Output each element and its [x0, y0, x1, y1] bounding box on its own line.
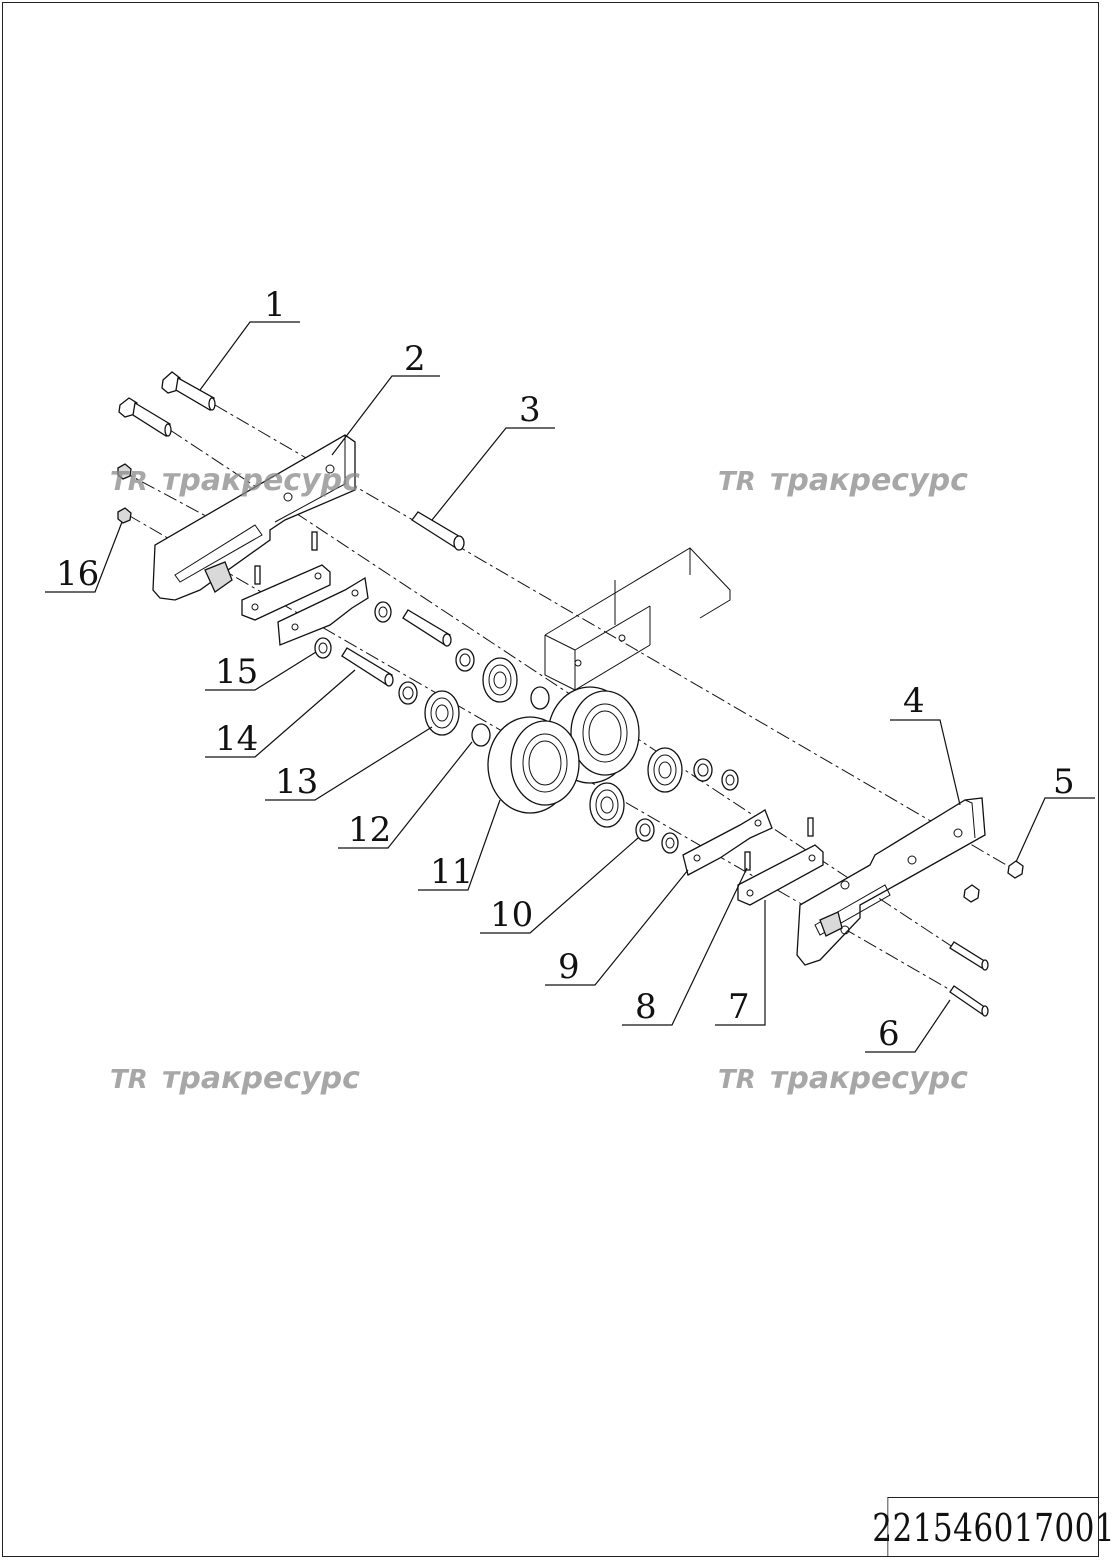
side-plate-part-4 [796, 797, 986, 966]
washer-part-15 [314, 637, 332, 659]
svg-text:1: 1 [264, 285, 286, 325]
svg-text:16: 16 [56, 554, 99, 594]
callout-3: 3 [431, 390, 555, 521]
callout-1: 1 [199, 285, 300, 391]
roll-pin-left-lower [254, 565, 261, 585]
bushing-upper-left [455, 648, 475, 672]
svg-text:тракресурс: тракресурс [770, 463, 968, 498]
svg-text:TR: TR [718, 467, 756, 497]
callout-16: 16 [45, 521, 123, 594]
callout-7: 7 [715, 900, 766, 1027]
callout-12: 12 [338, 741, 473, 850]
svg-text:тракресурс: тракресурс [770, 1061, 968, 1096]
bearing-lower-right [589, 782, 625, 828]
svg-text:15: 15 [215, 652, 258, 692]
svg-text:тракресурс: тракресурс [162, 1061, 360, 1096]
roller-upper [547, 686, 640, 784]
svg-text:7: 7 [728, 987, 750, 1027]
callout-14: 14 [205, 669, 356, 759]
watermark-bottom-left: TR тракресурс [110, 1061, 360, 1096]
callout-10: 10 [480, 837, 639, 935]
svg-text:6: 6 [878, 1014, 900, 1054]
axle-part-14 [341, 647, 394, 687]
svg-text:3: 3 [519, 390, 541, 430]
svg-text:2: 2 [404, 339, 426, 379]
spacer-upper [530, 686, 550, 710]
svg-text:5: 5 [1053, 762, 1075, 802]
callout-5: 5 [1015, 762, 1095, 863]
bolt-part-6 [949, 941, 989, 1017]
pin-part-3 [411, 511, 465, 551]
spacer-part-12 [471, 723, 491, 747]
roll-pin-right-lower [744, 851, 751, 871]
bushing-lower-left [398, 681, 418, 705]
svg-text:TR: TR [110, 1065, 148, 1095]
svg-text:13: 13 [275, 762, 318, 802]
svg-text:тракресурс: тракресурс [162, 463, 360, 498]
watermark-top-left: TR тракресурс [110, 463, 360, 498]
svg-text:9: 9 [558, 947, 580, 987]
svg-text:TR: TR [110, 467, 148, 497]
watermark-top-right: TR тракресурс [718, 463, 968, 498]
spacer-block-part-7 [737, 844, 824, 906]
svg-text:4: 4 [903, 681, 925, 721]
drawing-number-box: 221546017001 [872, 1497, 1115, 1557]
bearing-upper-left [482, 657, 518, 703]
roll-pin-left-upper [311, 531, 318, 551]
svg-text:12: 12 [348, 810, 391, 850]
callout-13: 13 [265, 726, 433, 802]
spacer-block-left [241, 564, 331, 621]
strip-plate-part-9 [682, 809, 773, 876]
bearing-part-13 [424, 690, 460, 736]
nut-part-16 [117, 463, 132, 524]
washer-left-upper [374, 601, 392, 623]
svg-text:8: 8 [635, 987, 657, 1027]
strip-plate-left [277, 576, 369, 646]
side-plate-part-2 [152, 434, 356, 601]
svg-text:10: 10 [490, 895, 533, 935]
callout-6: 6 [865, 999, 951, 1054]
watermark-bottom-right: TR тракресурс [718, 1061, 968, 1096]
callout-8: 8 [622, 867, 748, 1027]
bushing-upper-right [693, 758, 713, 782]
nut-part-5 [963, 860, 1024, 903]
svg-text:TR: TR [718, 1065, 756, 1095]
bolt-part-1 [161, 371, 216, 411]
washer-right-lower [661, 832, 679, 854]
svg-text:11: 11 [430, 852, 473, 892]
callout-2: 2 [331, 339, 440, 456]
callout-15: 15 [205, 651, 317, 692]
bearing-upper-right [647, 747, 683, 793]
washer-right-upper [721, 769, 739, 791]
svg-text:14: 14 [215, 719, 258, 759]
bolt-lower-left [118, 397, 172, 437]
roller-part-11 [487, 716, 580, 814]
axle-upper [402, 609, 452, 647]
bushing-part-10 [635, 818, 655, 842]
callout-11: 11 [418, 799, 501, 892]
frame-rail [544, 547, 731, 691]
roll-pin-right-upper [807, 817, 814, 837]
callout-4: 4 [890, 681, 961, 806]
callout-9: 9 [545, 869, 689, 987]
